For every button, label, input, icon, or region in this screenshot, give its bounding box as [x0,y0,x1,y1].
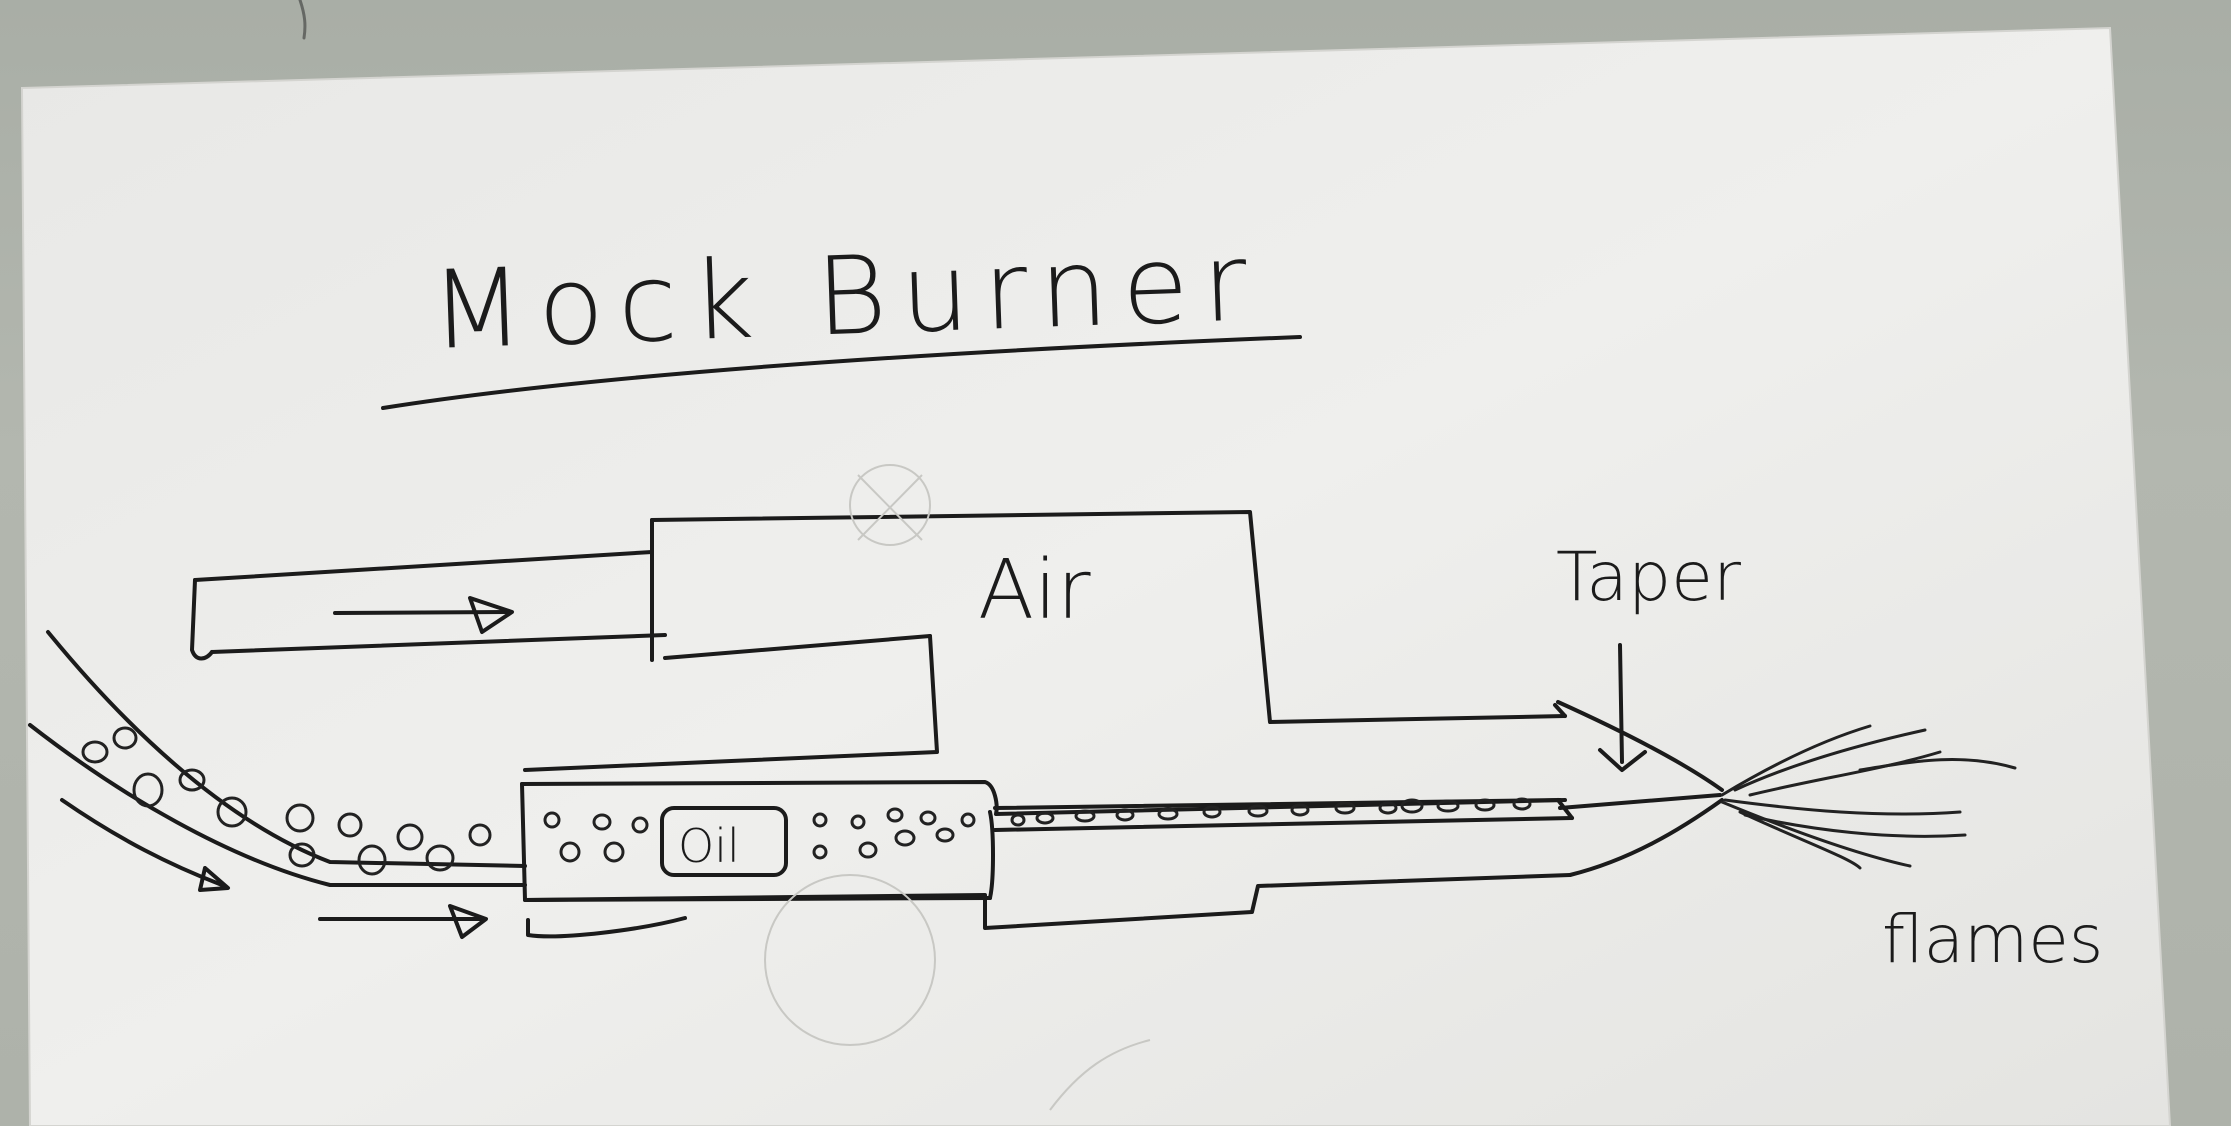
air-label: Air [978,543,1091,638]
burner-tube-upper [520,780,1567,816]
paper-sheet [20,26,2172,1126]
air-inlet-pipe [190,550,667,661]
air-flow-arrow-lower [318,904,488,939]
flames-label: flames [1882,901,2103,978]
oil-droplets-feed [81,726,492,876]
oil-droplets-nozzle [1010,797,1532,827]
taper-label: Taper [1556,538,1741,617]
oil-label: Oil [678,819,740,873]
air-chamber [523,510,1567,772]
air-flow-arrow-lower-left [60,798,230,892]
oil-droplets-chamber [543,807,976,863]
oil-feed-tube [28,630,527,887]
erased-marks [764,464,1151,1111]
diagram-title: Mock Burner [429,220,1263,374]
flames [1720,724,2017,870]
background-mark [298,0,307,40]
title-underline [381,335,1302,410]
air-flow-arrow-top [333,596,514,634]
air-jacket-lower [523,873,1572,930]
taper-cone [1553,700,1724,877]
nozzle-tube [993,793,1722,832]
oil-box [660,806,788,877]
taper-arrow [1598,643,1647,772]
